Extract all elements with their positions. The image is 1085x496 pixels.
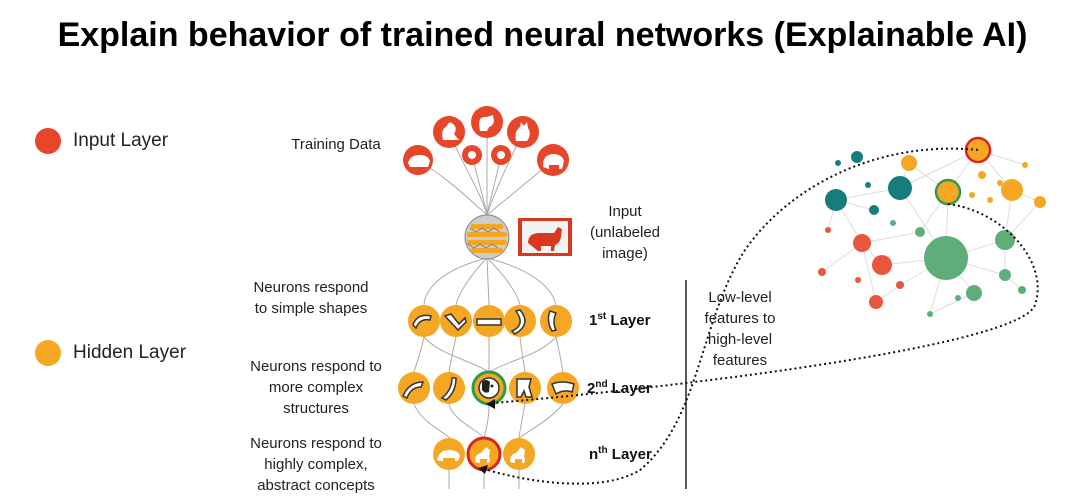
- features-label: Low-level features to high-level feature…: [704, 289, 776, 369]
- unlabeled-image: [518, 218, 572, 256]
- input-layer-swatch: [35, 128, 61, 154]
- arrow-heads: [478, 399, 495, 474]
- dog-face-icon: [482, 380, 494, 393]
- training-data-label: Training Data: [291, 136, 381, 153]
- input-neuron: [464, 214, 510, 260]
- first-layer-label: 1st Layer: [589, 311, 651, 329]
- training-data-icons: [403, 106, 569, 176]
- highlighted-green-node: [934, 178, 962, 206]
- second-layer-neurons: [398, 370, 579, 406]
- legend-input-label: Input Layer: [73, 130, 169, 151]
- complex-structures-label: Neurons respond to more complex structur…: [250, 358, 382, 417]
- abstract-concepts-label: Neurons respond to highly complex, abstr…: [250, 435, 382, 494]
- legend-hidden-layer: Hidden Layer: [35, 340, 186, 366]
- dotted-arrows: [487, 147, 1039, 485]
- graph-nodes: [818, 136, 1046, 317]
- nth-layer-neurons: [433, 436, 535, 472]
- second-layer-label: 2nd Layer: [587, 379, 652, 397]
- legend-input-layer: Input Layer: [35, 128, 168, 154]
- simple-shapes-label: Neurons respond to simple shapes: [253, 279, 369, 317]
- input-label: Input (unlabeled image): [589, 203, 661, 262]
- hidden-layer-swatch: [35, 340, 61, 366]
- nth-layer-label: nth Layer: [589, 445, 652, 463]
- first-layer-neurons: [408, 305, 572, 337]
- page-title: Explain behavior of trained neural netwo…: [57, 16, 1028, 54]
- legend-hidden-label: Hidden Layer: [73, 342, 187, 363]
- network-graph: [818, 136, 1046, 317]
